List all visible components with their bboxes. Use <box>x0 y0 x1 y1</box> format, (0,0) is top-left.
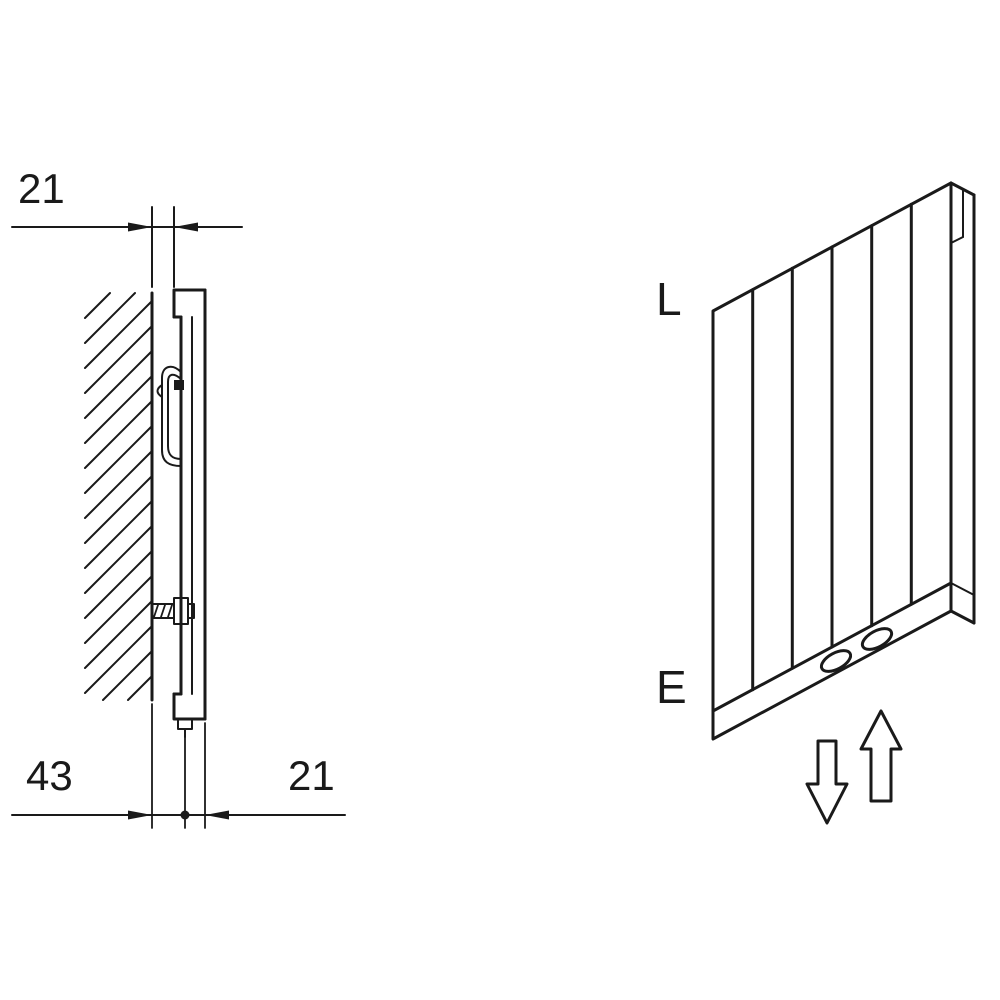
radiator-bottom-cap <box>172 692 207 721</box>
bracket-outer-curve <box>161 365 182 467</box>
dimension-label-top: 21 <box>18 165 65 212</box>
bracket-claw <box>156 384 163 398</box>
screw-nut <box>187 603 195 619</box>
dimension-arrow-right-icon <box>128 222 152 232</box>
fixing-screw <box>151 597 195 625</box>
top-hook-return <box>950 236 964 244</box>
label-outlet-L: L <box>656 273 682 325</box>
label-inlet-E: E <box>656 661 687 713</box>
dimension-point-dot <box>180 810 190 820</box>
dimension-top: 21 <box>11 165 243 288</box>
flow-down-arrow-icon <box>805 739 849 825</box>
dimension-arrow-left-icon <box>205 810 229 820</box>
bracket-inner-curve <box>167 373 182 460</box>
band-depth-edge <box>950 582 975 596</box>
drain-plug <box>177 718 193 738</box>
flow-up-arrow-icon <box>859 709 903 803</box>
side-view-section: 21 43 21 <box>11 165 346 829</box>
connection-port-right <box>860 627 894 651</box>
dimension-label-bottom-left: 43 <box>26 752 73 799</box>
dimension-bottom: 43 21 <box>11 703 346 829</box>
dimension-arrow-right-icon <box>128 810 152 820</box>
bottom-depth-edge <box>949 609 976 625</box>
connection-port-left <box>819 649 853 673</box>
dimension-label-bottom-right: 21 <box>288 752 335 799</box>
wall-hatching <box>84 292 153 701</box>
screw-thread-tick <box>160 604 166 618</box>
dimension-arrow-left-icon <box>174 222 198 232</box>
radiator-top-cap <box>172 288 207 319</box>
bracket-clamp-block <box>174 380 184 390</box>
panel-side-face <box>949 181 976 625</box>
screw-thread-tick <box>167 604 173 618</box>
bottom-header-top-edge <box>711 581 953 713</box>
screw-thread-tick <box>153 604 159 618</box>
wall-bracket-hook <box>156 365 184 467</box>
perspective-view: L E <box>656 181 976 825</box>
